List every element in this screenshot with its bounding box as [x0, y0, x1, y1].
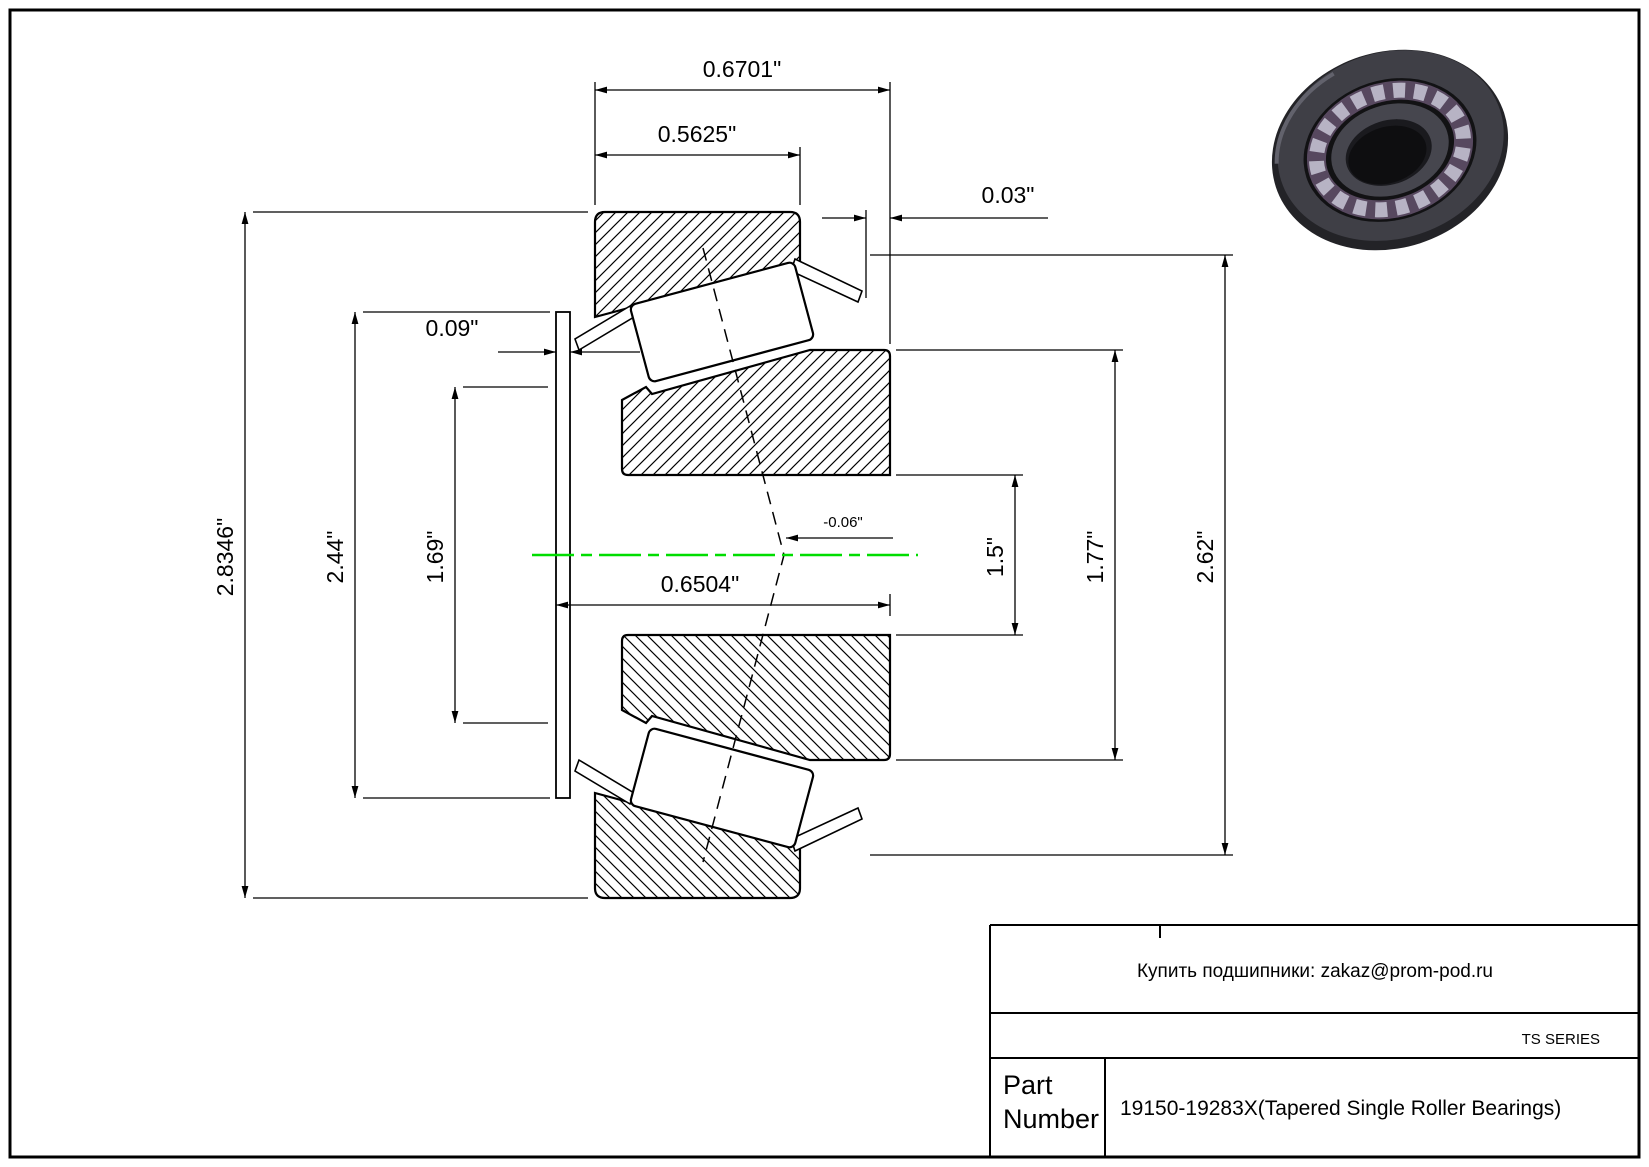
drawing-frame	[8, 8, 1641, 1159]
part-number-label-line2: Number	[1003, 1104, 1099, 1134]
dimension-0-03	[822, 210, 1048, 298]
dim-0-03-label: 0.03"	[982, 182, 1035, 208]
dimension-1-69	[451, 386, 548, 724]
dim-0-6504-label: 0.6504"	[661, 571, 740, 597]
bearing-3d-highlight	[1274, 71, 1335, 164]
cup-bottom-section	[593, 791, 802, 900]
bearing-3d-cage	[1306, 80, 1474, 220]
cone-top-section	[620, 348, 892, 477]
dimension-2-44	[351, 311, 550, 799]
bearing-3d-render	[1271, 49, 1509, 251]
supplier-email-text: Купить подшипники: zakaz@prom-pod.ru	[1137, 961, 1493, 982]
dim-0-5625-label: 0.5625"	[658, 121, 737, 147]
dimension-0-5625	[595, 147, 801, 205]
dimension-2-62	[870, 254, 1233, 856]
dim-0-09-label: 0.09"	[426, 315, 479, 341]
dim-1-69-label: 1.69"	[422, 531, 448, 584]
bearing-3d-bore	[1348, 125, 1427, 185]
dim-0-6701-label: 0.6701"	[703, 56, 782, 82]
cup-top-section	[593, 210, 802, 319]
cone-bottom-section	[620, 633, 892, 762]
dimension-1-5	[896, 474, 1023, 636]
dim-2-62-label: 2.62"	[1192, 531, 1218, 584]
dimension-0-6504	[556, 594, 891, 616]
dim-2-44-label: 2.44"	[322, 531, 348, 584]
dim-1-77-label: 1.77"	[1082, 531, 1108, 584]
dimension-1-77	[896, 349, 1123, 761]
dim-1-5-label: 1.5"	[982, 537, 1008, 577]
dim-neg-0-06-label: -0.06"	[823, 514, 863, 531]
part-number-value: 19150-19283X(Tapered Single Roller Beari…	[1120, 1097, 1561, 1120]
dimension-2-8346	[241, 211, 588, 899]
dim-2-8346-label: 2.8346"	[212, 518, 238, 597]
part-number-label-line1: Part	[1003, 1070, 1053, 1100]
series-label: TS SERIES	[1522, 1031, 1600, 1048]
dimension-0-6701	[594, 82, 891, 344]
title-block: Купить подшипники: zakaz@prom-pod.ru TS …	[989, 924, 1639, 1157]
